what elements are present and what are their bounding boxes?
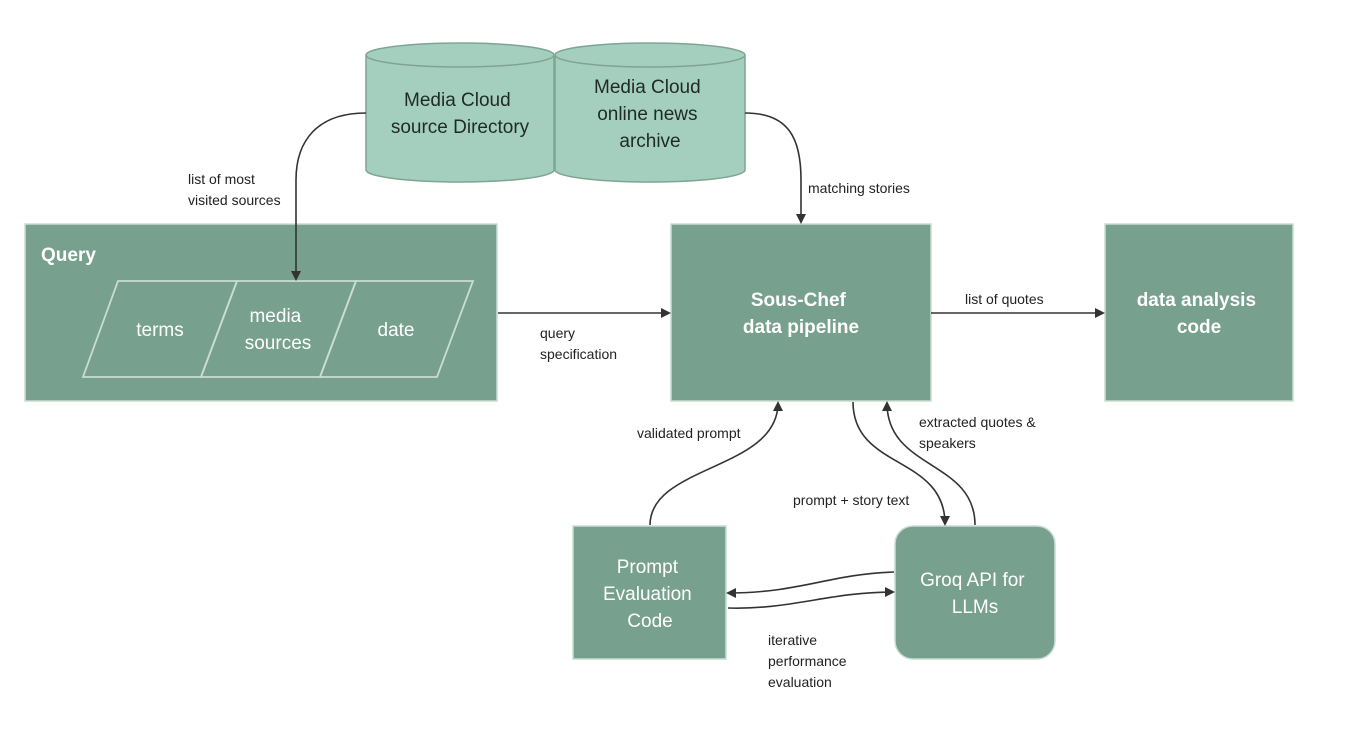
most-visited-label-line-1: list of most (188, 171, 255, 187)
query-box: Query terms media sources date (24, 223, 498, 402)
media-sources-line-2: sources (245, 333, 312, 354)
most-visited-label-line-2: visited sources (188, 192, 281, 208)
edge-most-visited-sources (291, 112, 367, 281)
prompt-eval-line-2: Evaluation (603, 584, 692, 605)
svg-text:Sous-Chef data pipeline: Sous-Chef data pipeline (743, 290, 859, 338)
pipeline-line-2: data pipeline (743, 317, 859, 338)
extracted-quotes-label-line-2: speakers (919, 435, 976, 451)
list-of-quotes-label: list of quotes (965, 291, 1044, 307)
edge-validated-prompt (649, 401, 783, 526)
query-spec-label-line-2: specification (540, 346, 617, 362)
groq-line-1: Groq API for (920, 570, 1025, 591)
svg-text:media sources: media sources (245, 306, 312, 354)
svg-text:Media Cloud online news: Media Cloud online news archive (594, 77, 706, 152)
news-archive-line-3: archive (619, 131, 680, 152)
source-directory-line-2: source Directory (391, 117, 530, 138)
groq-line-2: LLMs (952, 597, 998, 618)
prompt-eval-line-1: Prompt (617, 557, 679, 578)
svg-text:extracted quotes & speaker: extracted quotes & speakers (919, 414, 1040, 451)
date-parallelogram (318, 280, 475, 378)
groq-box: Groq API for LLMs (894, 525, 1056, 660)
iterative-label-line-2: performance (768, 653, 847, 669)
prompt-eval-line-3: Code (627, 611, 672, 632)
edge-matching-stories (744, 112, 806, 224)
svg-text:Groq API for LLMs: Groq API for LLMs (920, 570, 1030, 618)
extracted-quotes-label-line-1: extracted quotes & (919, 414, 1036, 430)
analysis-box: data analysis code (1104, 223, 1294, 402)
validated-prompt-label: validated prompt (637, 425, 741, 441)
edge-extracted-quotes (882, 401, 976, 526)
iterative-label-line-1: iterative (768, 632, 817, 648)
date-label: date (378, 320, 415, 341)
prompt-eval-box: Prompt Evaluation Code (572, 525, 727, 660)
edge-groq-to-prompt (726, 571, 895, 598)
svg-text:Media Cloud source Direc: Media Cloud source Directory (391, 90, 530, 138)
terms-label: terms (136, 320, 184, 341)
pipeline-line-1: Sous-Chef (751, 290, 847, 311)
matching-stories-label: matching stories (808, 180, 910, 196)
news-archive-line-1: Media Cloud (594, 77, 701, 98)
svg-text:iterative performance: iterative performance evaluation (768, 632, 850, 690)
news-archive-cylinder: Media Cloud online news archive (554, 42, 746, 183)
analysis-line-2: code (1177, 317, 1221, 338)
svg-text:Prompt Evaluation: Prompt Evaluation Code (603, 557, 697, 632)
news-archive-line-2: online news (597, 104, 697, 125)
query-spec-label-line-1: query (540, 325, 575, 341)
prompt-story-label: prompt + story text (793, 492, 909, 508)
pipeline-box: Sous-Chef data pipeline (670, 223, 932, 402)
edge-prompt-story-text (852, 401, 950, 526)
query-title: Query (41, 245, 96, 266)
source-directory-line-1: Media Cloud (404, 90, 511, 111)
media-sources-line-1: media (249, 306, 301, 327)
iterative-label-line-3: evaluation (768, 674, 832, 690)
edge-prompt-to-groq (727, 587, 895, 609)
svg-text:query specification: query specification (540, 325, 617, 362)
svg-text:list of most visited sourc: list of most visited sources (188, 171, 281, 208)
source-directory-cylinder: Media Cloud source Directory (365, 42, 555, 183)
svg-text:data analysis code: data analysis code (1137, 290, 1262, 338)
analysis-line-1: data analysis (1137, 290, 1256, 311)
